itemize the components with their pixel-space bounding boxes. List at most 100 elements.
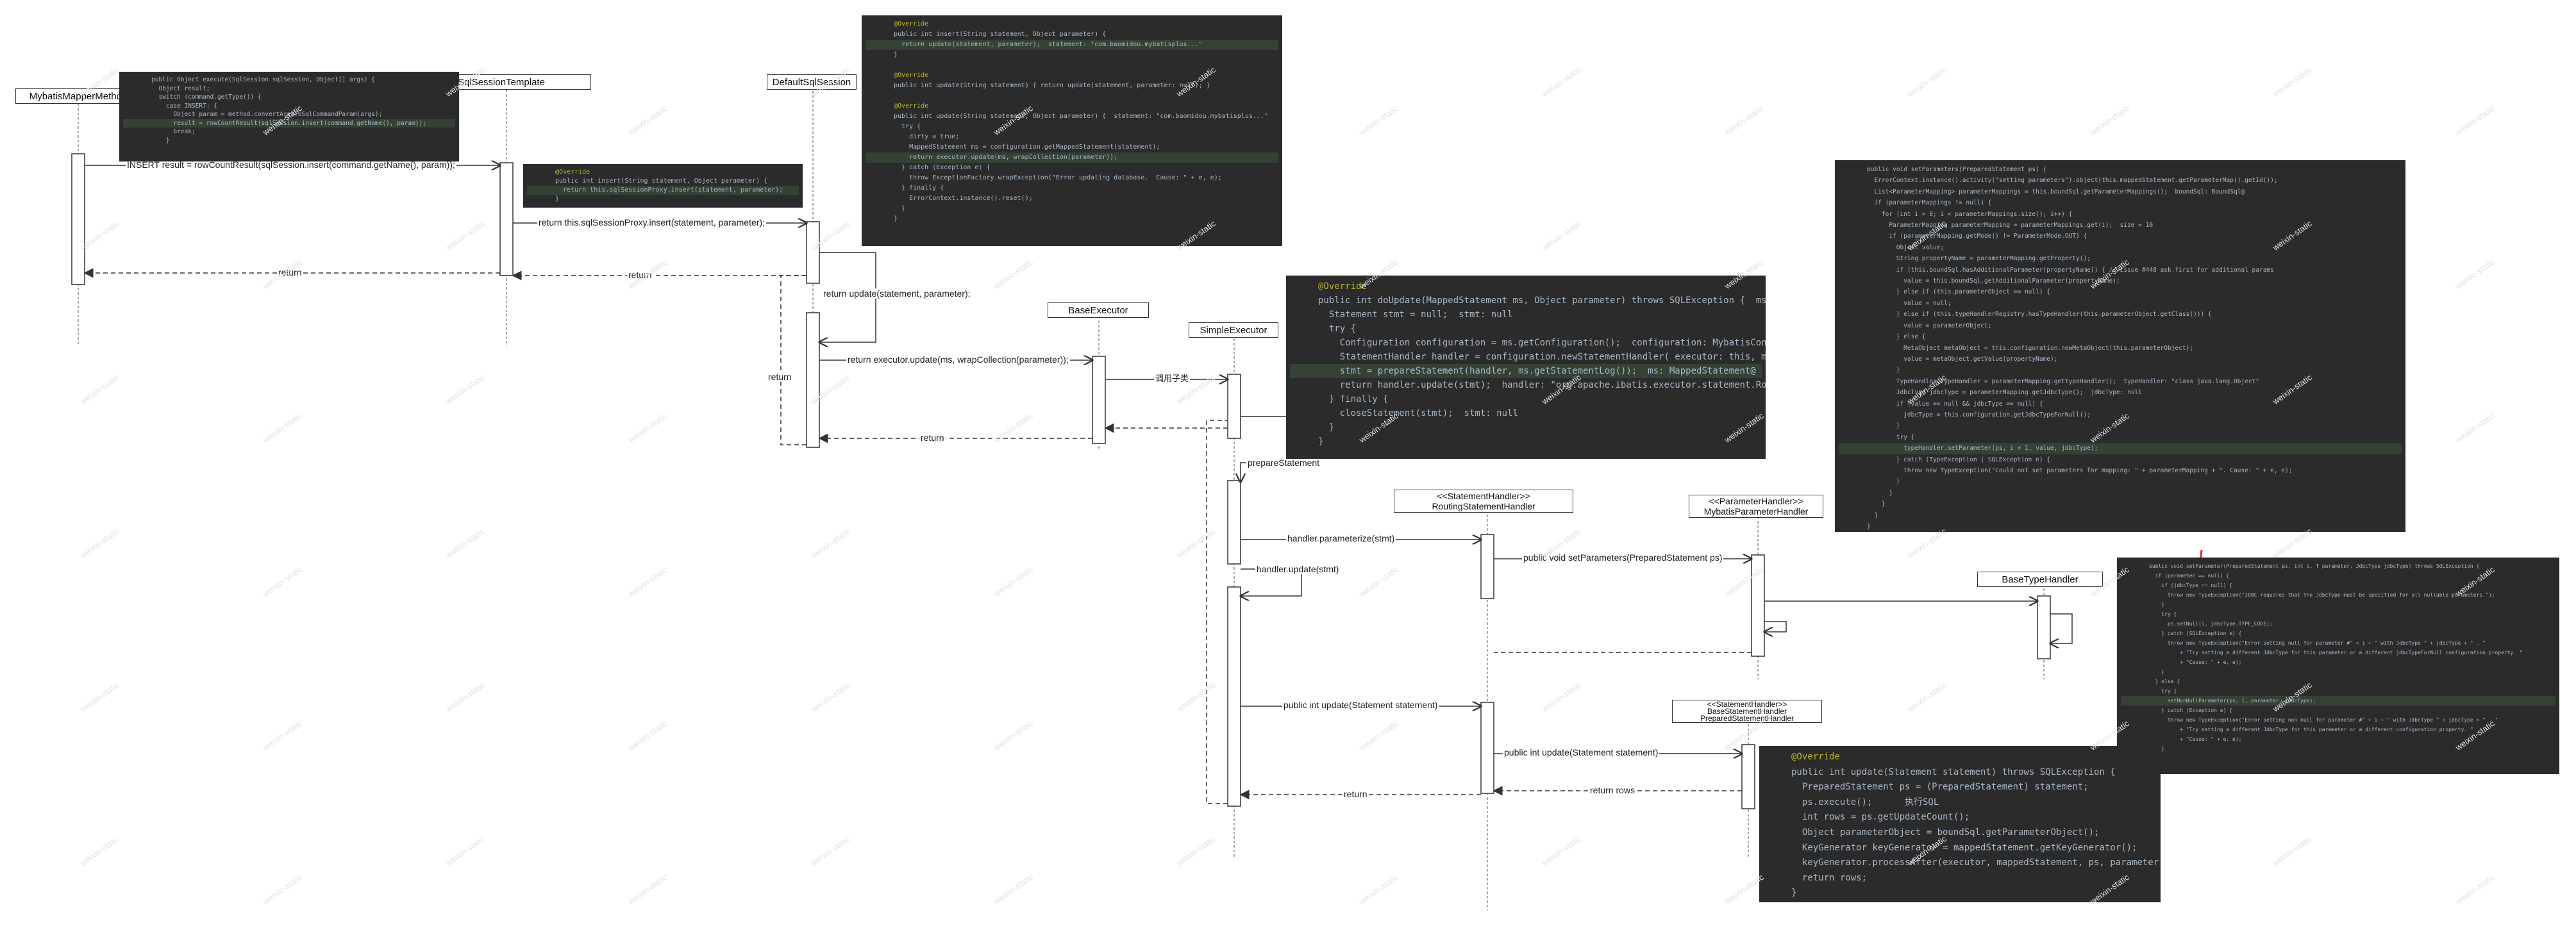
code-line: + "Cause: " + e, e); xyxy=(2121,734,2555,744)
code-text: StatementHandler handler = configuration… xyxy=(1318,352,1766,362)
code-line: try { xyxy=(1839,432,2402,443)
code-text: dirty = true; xyxy=(894,133,960,140)
participant-baseexec: BaseExecutor xyxy=(1048,302,1149,318)
code-line: @Override xyxy=(866,19,1278,29)
code-text: } xyxy=(151,136,170,144)
code-text: throw new TypeException("JDBC requires t… xyxy=(2149,592,2495,598)
code-text: result = rowCountResult(sqlSession.inser… xyxy=(151,119,426,127)
code-text: } xyxy=(1791,888,1797,898)
code-text: } else if (this.typeHandlerRegistry.hasT… xyxy=(1867,311,2212,318)
code-line: ps.setNull(i, jdbcType.TYPE_CODE); xyxy=(2121,619,2555,629)
code-line: } catch (Exception e) { xyxy=(866,163,1278,173)
code-text: try { xyxy=(1867,433,1915,441)
code-text: KeyGenerator keyGenerator = mappedStatem… xyxy=(1791,842,2137,853)
activation-mapper xyxy=(71,153,85,285)
message-arrows xyxy=(85,165,2073,754)
label-m7: handler.parameterize(stmt) xyxy=(1286,533,1396,543)
code-text: switch (command.getType()) { xyxy=(151,94,262,101)
label-return-1: return xyxy=(277,267,303,277)
label-return-3: return xyxy=(767,372,793,382)
code-line: Object result; xyxy=(123,85,455,94)
code-line: return this.sqlSessionProxy.insert(state… xyxy=(527,186,799,195)
code-line: KeyGenerator keyGenerator = mappedStatem… xyxy=(1763,841,2157,856)
code-line: dirty = true; xyxy=(866,132,1278,142)
code-text: ErrorContext.instance().activity("settin… xyxy=(1867,177,2278,185)
code-text: throw ExceptionFactory.wrapException("Er… xyxy=(894,174,1222,181)
activation-simpleexec-1 xyxy=(1227,374,1241,439)
code-line: } xyxy=(1839,476,2402,487)
participant-defsession: DefaultSqlSession xyxy=(767,74,857,90)
activation-baseexec xyxy=(1092,356,1106,444)
code-line: throw new TypeException("JDBC requires t… xyxy=(2121,590,2555,600)
code-line: } xyxy=(1290,420,1762,434)
code-text: stmt = prepareStatement(handler, ms.getS… xyxy=(1318,366,1756,376)
code-line: if (this.boundSql.hasAdditionalParameter… xyxy=(1839,265,2402,276)
code-line: } else if (this.parameterObject == null)… xyxy=(1839,286,2402,297)
code-text: public Object execute(SqlSession sqlSess… xyxy=(151,76,375,83)
code-text: try { xyxy=(1318,324,1357,334)
code-text: if (jdbcType == null) { xyxy=(2149,583,2233,588)
code-line: + "Try setting a different JdbcType for … xyxy=(2121,725,2555,734)
code-text: } else if (this.parameterObject == null)… xyxy=(1867,288,2050,296)
label-m9: handler.update(stmt) xyxy=(1255,564,1341,574)
code-text: } catch (Exception e) { xyxy=(894,164,991,171)
code-line: if (parameter == null) { xyxy=(2121,571,2555,581)
code-text: } xyxy=(555,195,560,203)
code-line: if (jdbcType == null) { xyxy=(2121,581,2555,590)
code-line: return executor.update(ms, wrapCollectio… xyxy=(866,153,1278,163)
code-line: } finally { xyxy=(866,183,1278,194)
code-line: } xyxy=(123,136,455,145)
label-m11: public int update(Statement statement) xyxy=(1503,747,1660,757)
code-line: ps.execute(); 执行SQL xyxy=(1763,795,2157,811)
code-text: return rows; xyxy=(1791,872,1868,883)
code-text: + "Try setting a different JdbcType for … xyxy=(2149,727,2473,732)
code-line: Object value; xyxy=(1839,242,2402,253)
code-line: break; xyxy=(123,128,455,136)
code-text: ParameterMapping parameterMapping = para… xyxy=(1867,222,2154,229)
label-return-5: return xyxy=(1342,789,1369,799)
return-loop-defsession xyxy=(780,275,807,445)
code-text: } xyxy=(1318,422,1335,433)
code-line: try { xyxy=(1290,322,1762,336)
code-text: } xyxy=(2149,669,2165,675)
code-text: setNonNullParameter(ps, i, parameter, jd… xyxy=(2149,698,2316,704)
code-line: Object parameterObject = boundSql.getPar… xyxy=(1763,825,2157,841)
activation-paramh xyxy=(1751,554,1765,657)
code-text: closeStatement(stmt); stmt: null xyxy=(1318,408,1518,418)
code-line: @Override xyxy=(866,70,1278,81)
code-text: List<ParameterMapping> parameterMappings… xyxy=(1867,188,2245,195)
code-text: + "Try setting a different JdbcType for … xyxy=(2149,650,2523,656)
code-text: public int insert(String statement, Obje… xyxy=(555,178,768,185)
code-line: } xyxy=(866,50,1278,60)
code-line: } else { xyxy=(2121,677,2555,686)
code-line: JdbcType jdbcType = parameterMapping.get… xyxy=(1839,387,2402,398)
code-text: } else { xyxy=(1867,333,1926,341)
code-text: } catch (SQLException e) { xyxy=(2149,631,2242,636)
code-line: stmt = prepareStatement(handler, ms.getS… xyxy=(1290,364,1762,378)
arrow-self-paramh xyxy=(1764,621,1787,632)
code-line: Configuration configuration = ms.getConf… xyxy=(1290,336,1766,350)
code-text: } xyxy=(1867,422,1900,430)
code-line: public int insert(String statement, Obje… xyxy=(527,177,799,186)
code-line: } xyxy=(1290,434,1762,449)
code-line: String propertyName = parameterMapping.g… xyxy=(1839,253,2402,264)
code-line: value = null; xyxy=(1839,298,2402,309)
code-text: @Override xyxy=(894,72,929,79)
label-m6: prepareStatement xyxy=(1246,458,1321,468)
code-text: @Override xyxy=(1318,281,1367,292)
code-text: value = null; xyxy=(1867,299,1952,307)
activation-defsession-2 xyxy=(806,312,820,448)
code-line: } xyxy=(527,195,799,204)
code-text: try { xyxy=(2149,688,2177,694)
code-panel-basetype: public void setParameter(PreparedStateme… xyxy=(2117,558,2559,774)
code-line: @Override xyxy=(1290,279,1762,294)
code-text: if (parameterMappings != null) { xyxy=(1867,199,1992,207)
code-text: + "Cause: " + e, e); xyxy=(2149,736,2242,742)
activation-basetype xyxy=(2037,595,2051,659)
code-line: public void setParameters(PreparedStatem… xyxy=(1839,164,2402,175)
participant-simpleexec: SimpleExecutor xyxy=(1189,322,1278,338)
code-line: } catch (Exception e) { xyxy=(2121,706,2555,715)
label-return-4: return xyxy=(919,433,946,443)
participant-routing: <<StatementHandler>>RoutingStatementHand… xyxy=(1394,490,1573,513)
label-m10: public int update(Statement statement) xyxy=(1282,700,1439,710)
